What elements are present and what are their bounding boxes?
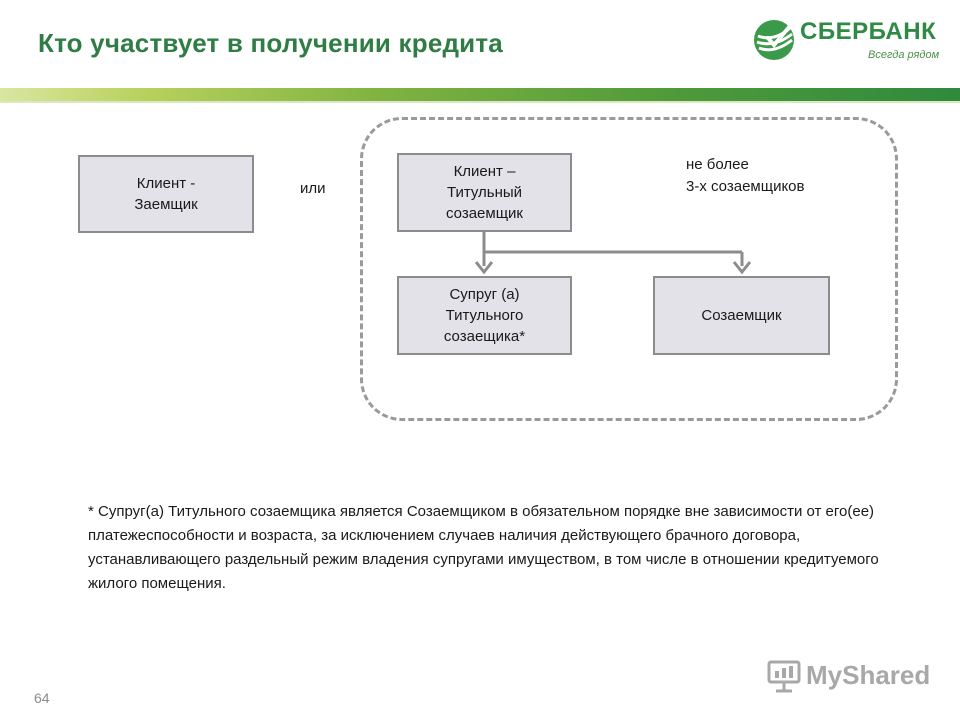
max-coborrowers-note: не более 3-х созаемщиков	[686, 154, 804, 198]
header-divider	[0, 101, 960, 103]
logo-wordmark: СБЕРБАНК	[800, 18, 937, 45]
box-client-borrower-line-1: Клиент -	[136, 175, 196, 192]
footnote: * Супруг(а) Титульного созаемщика являет…	[88, 503, 879, 592]
box-spouse-line-3: созаещика*	[443, 328, 526, 345]
box-title-coborrower-line-3: созаемщик	[446, 205, 523, 222]
box-coborrower: Созаемщик	[653, 276, 830, 355]
box-title-coborrower: Клиент – Титульный созаемщик	[397, 153, 572, 232]
box-title-coborrower-line-1: Клиент –	[453, 163, 516, 180]
presentation-icon	[767, 660, 801, 693]
sberbank-logo-icon	[754, 20, 794, 60]
arrow-head-coborrower	[732, 261, 752, 275]
page-title: Кто участвует в получении кредита	[38, 28, 503, 58]
header-band	[0, 88, 960, 102]
watermark-text: MyShared	[806, 660, 931, 690]
sberbank-logo: СБЕРБАНК Всегда рядом	[752, 14, 948, 70]
box-client-borrower: Клиент - Заемщик	[78, 155, 254, 233]
watermark: MyShared	[766, 656, 936, 696]
box-spouse: Супруг (а) Титульного созаещика*	[397, 276, 572, 355]
coborrower-group-frame	[360, 117, 898, 421]
box-title-coborrower-line-2: Титульный	[446, 184, 523, 201]
page-number: 64	[34, 690, 50, 706]
box-coborrower-label: Созаемщик	[701, 307, 782, 324]
arrow-head-spouse	[474, 261, 494, 275]
or-label: или	[300, 180, 326, 197]
box-client-borrower-line-2: Заемщик	[134, 196, 198, 213]
box-spouse-line-1: Супруг (а)	[449, 286, 520, 303]
max-coborrowers-note-line-2: 3-х созаемщиков	[686, 178, 805, 195]
box-spouse-line-2: Титульного	[445, 307, 524, 324]
logo-slogan: Всегда рядом	[868, 49, 940, 61]
max-coborrowers-note-line-1: не более	[686, 156, 749, 173]
